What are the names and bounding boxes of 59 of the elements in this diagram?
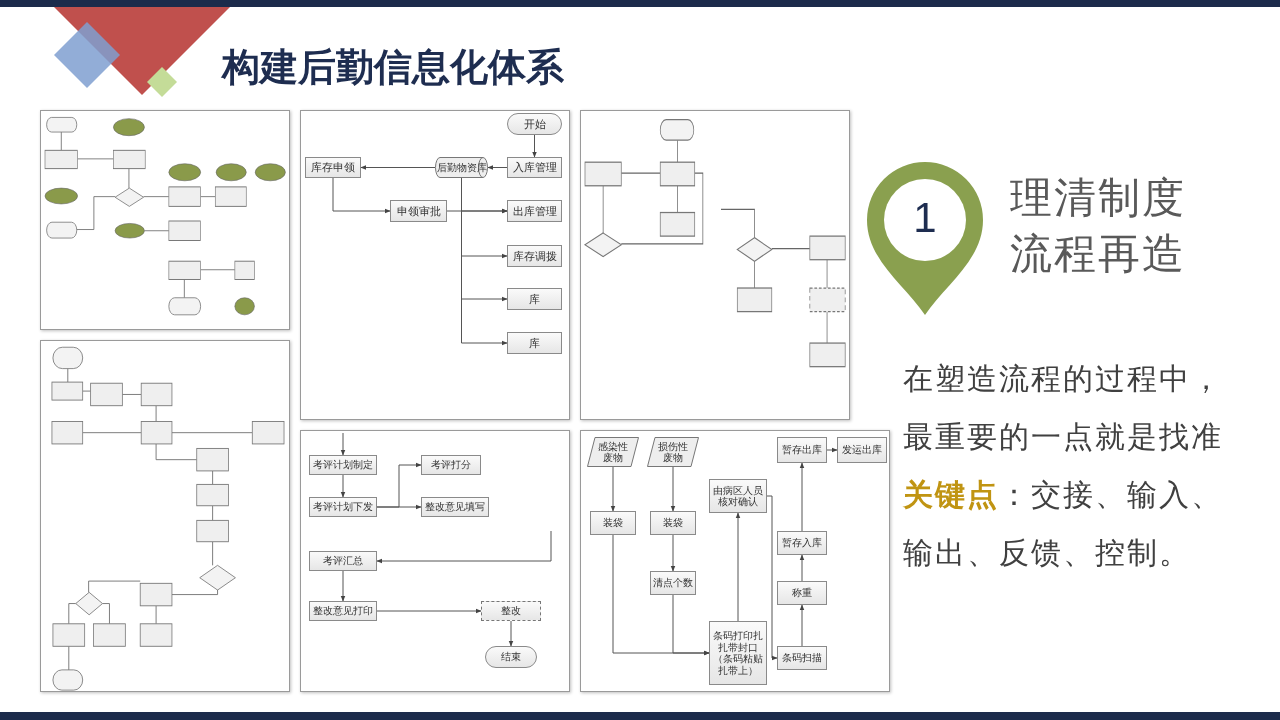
arrow — [799, 462, 805, 532]
body-paragraph: 在塑造流程的过程中，最重要的一点就是找准关键点：交接、输入、输出、反馈、控制。 — [903, 361, 1224, 571]
process-box: 整改意见填写 — [421, 497, 489, 517]
process-box: 称重 — [777, 581, 827, 605]
arrow — [735, 512, 741, 622]
arrow — [332, 177, 391, 214]
screenshot-panel — [300, 110, 570, 420]
process-box: 暂存入库 — [777, 531, 827, 555]
section-heading: 理清制度流程再造 — [1010, 173, 1187, 279]
process-box: 出库管理 — [507, 200, 562, 222]
input-parallelogram: 损伤性废物 — [647, 437, 699, 467]
arrow — [799, 554, 805, 582]
process-box: 装袋 — [590, 511, 636, 535]
process-box: 清点个数 — [650, 571, 696, 595]
process-box: 考评计划下发 — [309, 497, 377, 517]
arrow — [360, 165, 436, 170]
arrow — [508, 620, 514, 647]
arrow — [610, 466, 616, 512]
flowchart-screenshot — [580, 110, 850, 420]
process-box: 考评打分 — [421, 455, 481, 475]
screenshot-panel — [300, 430, 570, 692]
arrow — [340, 570, 346, 602]
storage-cylinder: 后勤物资库 — [435, 157, 488, 178]
process-box: 库 — [507, 288, 562, 310]
arrow — [487, 165, 508, 170]
arrow — [766, 495, 778, 661]
process-box: 由病区人员核对确认 — [709, 479, 767, 513]
arrow — [376, 530, 552, 564]
process-box: 申领审批 — [390, 200, 447, 222]
arrow — [376, 504, 422, 510]
process-box: 发运出库 — [837, 437, 887, 463]
arrow — [340, 474, 346, 498]
arrow — [340, 432, 346, 456]
arrow — [670, 466, 676, 512]
process-box: 入库管理 — [507, 157, 562, 178]
process-box: 整改意见打印 — [309, 601, 377, 621]
process-box: 考评汇总 — [309, 551, 377, 571]
process-box: 库 — [507, 332, 562, 354]
process-box: 库存申领 — [305, 157, 361, 178]
arrow — [461, 177, 508, 346]
process-box: 考评计划制定 — [309, 455, 377, 475]
slide-title: 构建后勤信息化体系 — [222, 45, 564, 90]
arrow — [532, 134, 537, 158]
process-box: 暂存出库 — [777, 437, 827, 463]
location-pin: 1 — [865, 160, 985, 315]
process-box: 装袋 — [650, 511, 696, 535]
arrow — [672, 594, 710, 656]
screenshot-panel — [580, 430, 890, 692]
terminal-pill: 结束 — [485, 646, 537, 668]
process-box: 条码扫描 — [777, 646, 827, 670]
arrow — [670, 534, 676, 572]
arrow — [826, 447, 838, 453]
arrow — [376, 608, 482, 614]
process-box: 库存调拨 — [507, 245, 562, 267]
arrow — [799, 604, 805, 647]
process-box: 条码打印扎扎带封口（条码粘贴扎带上） — [709, 621, 767, 685]
process-box: 整改 — [481, 601, 541, 621]
terminal-pill: 开始 — [507, 113, 562, 135]
input-parallelogram: 感染性废物 — [587, 437, 639, 467]
